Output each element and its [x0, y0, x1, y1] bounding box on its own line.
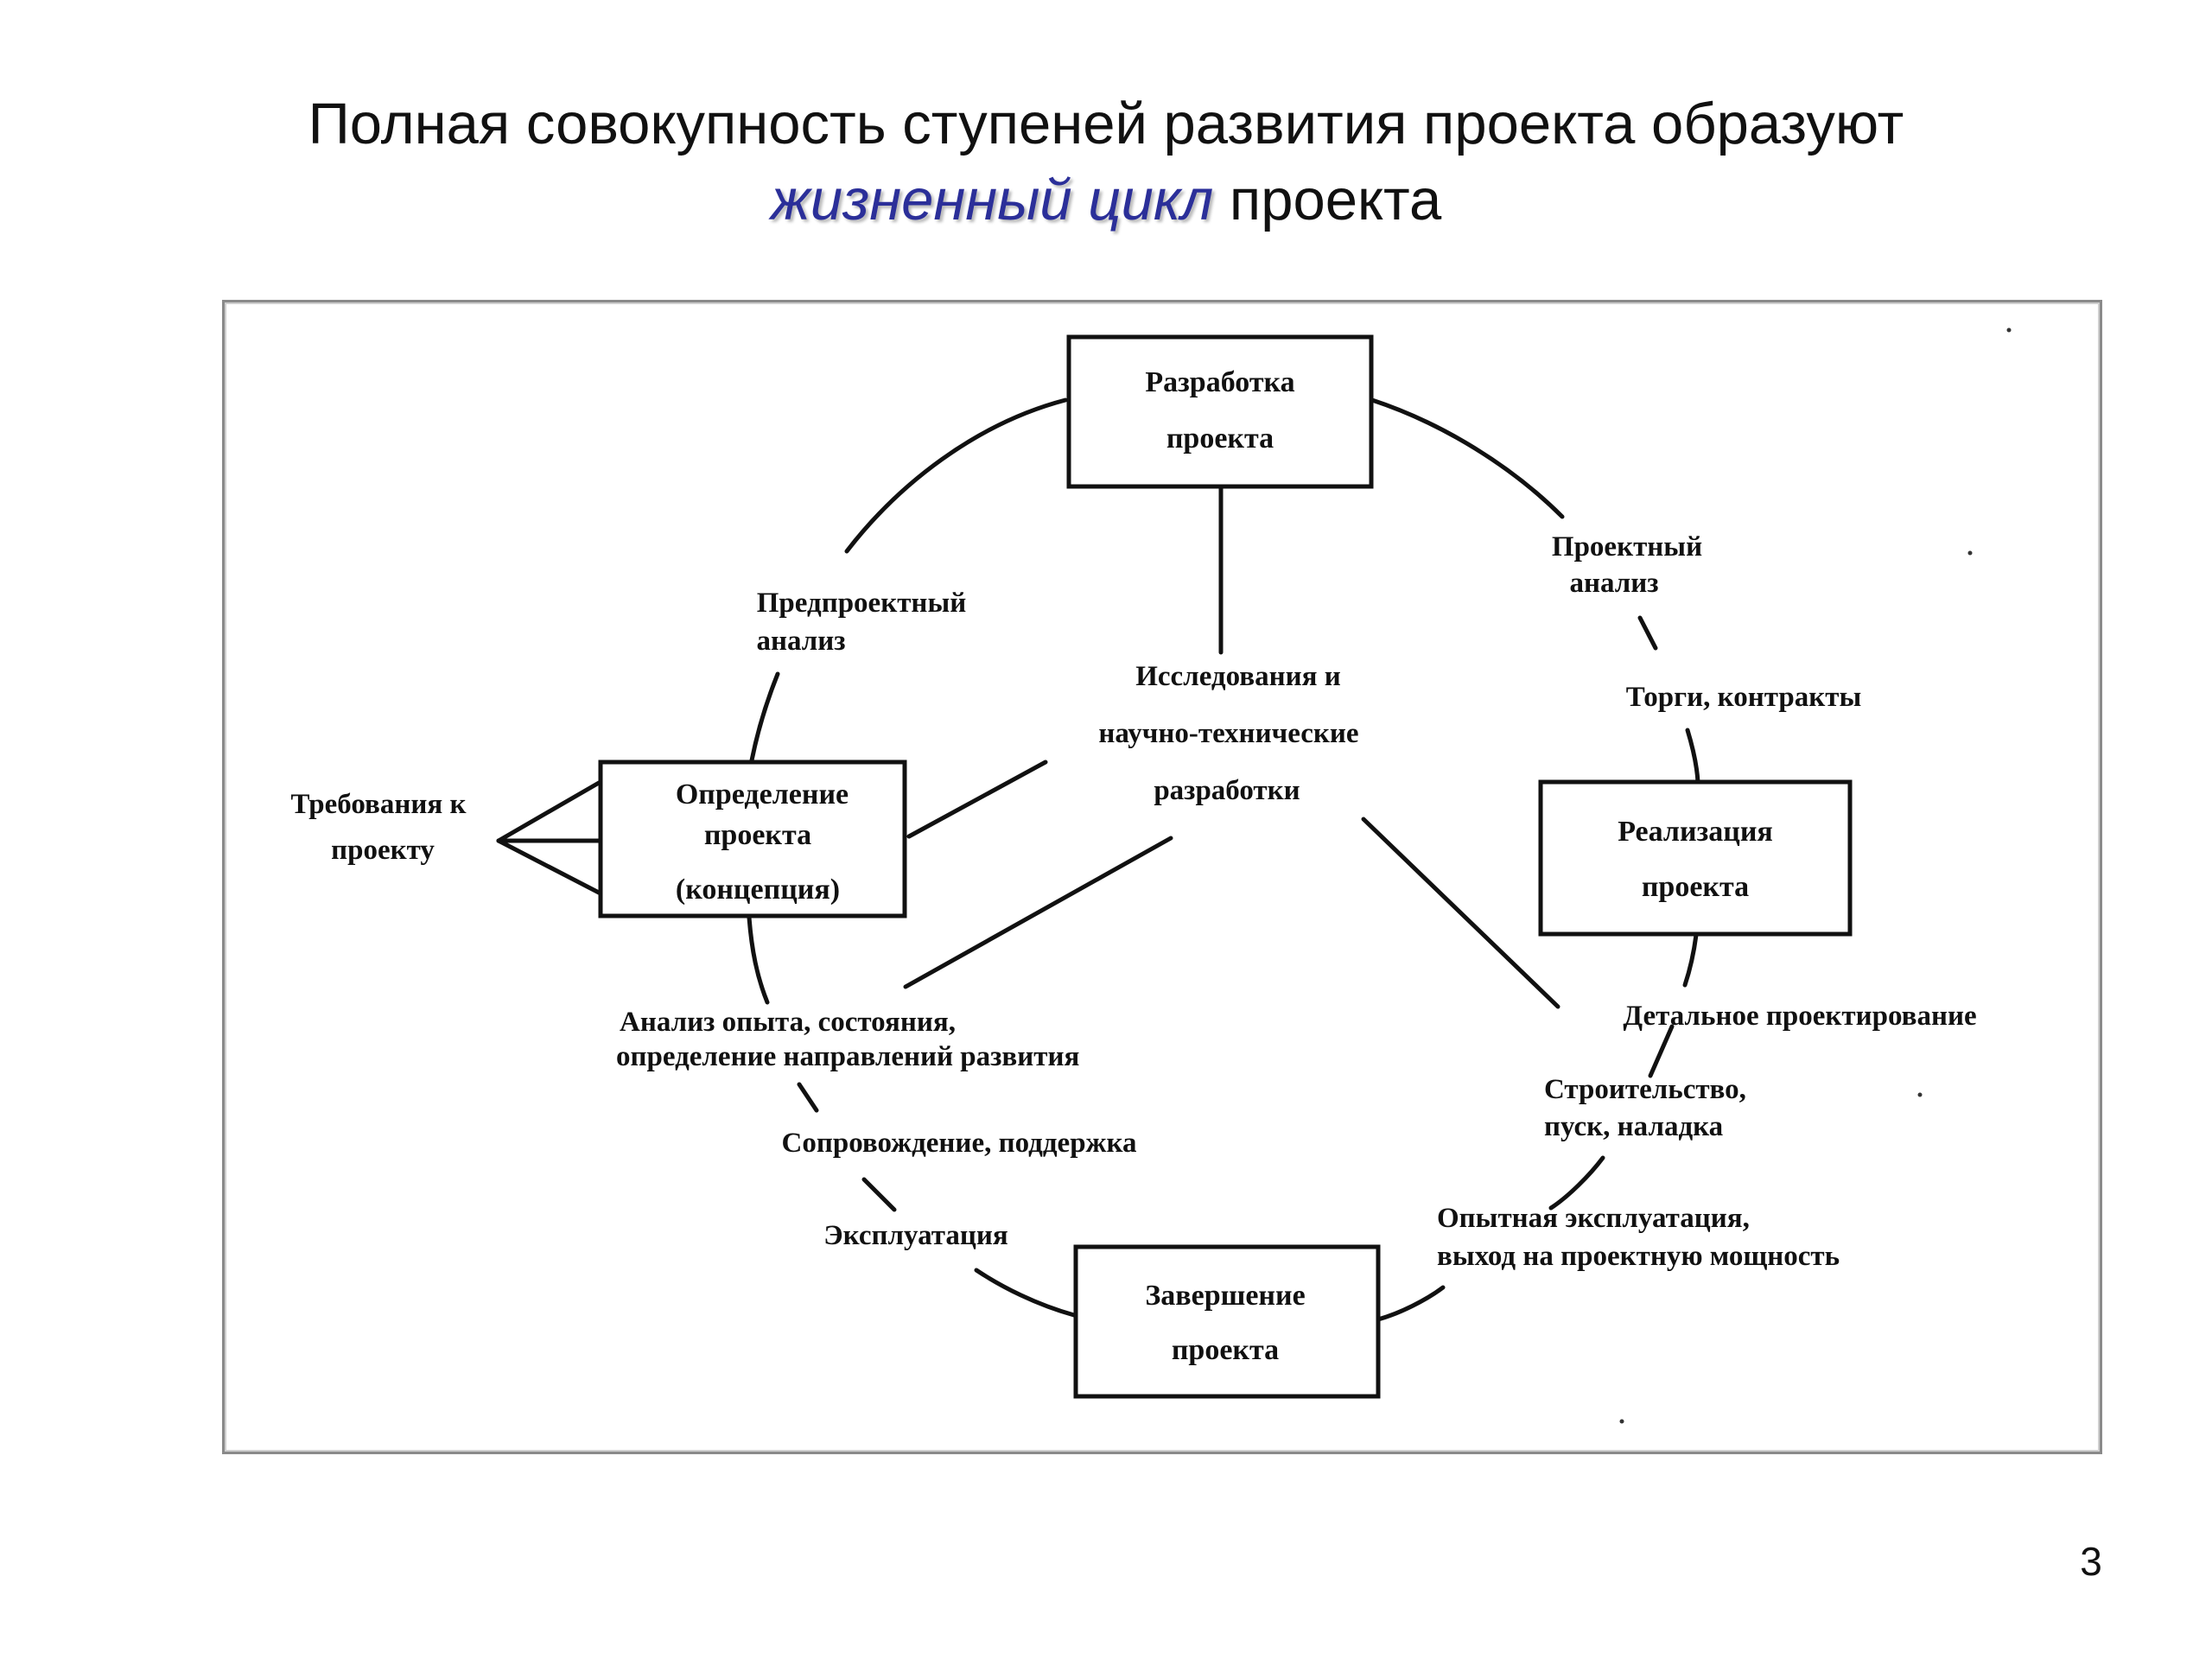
node-realization-box	[1538, 779, 1853, 937]
arc-experience-to-definition	[747, 915, 770, 1005]
arc-operation-to-support	[861, 1177, 897, 1212]
label-operation: Эксплуатация	[823, 1220, 1007, 1251]
node-realization-line-2: проекта	[1642, 871, 1749, 903]
arc-realization-to-detailed	[1682, 932, 1699, 988]
title-highlight: жизненный цикл	[770, 168, 1214, 232]
node-realization-line-1: Реализация	[1618, 816, 1773, 848]
arc-support-to-experience	[797, 1082, 819, 1113]
label-preproject-line-1: Предпроектный	[757, 588, 966, 619]
label-research-line-2: научно-технические	[1098, 718, 1358, 749]
speck	[1967, 550, 1973, 556]
label-tenders: Торги, контракты	[1626, 682, 1861, 713]
arc-construction-to-trial	[1548, 1155, 1605, 1211]
node-definition-box	[598, 760, 907, 918]
line-definition-to-research	[906, 760, 1048, 839]
line-research-to-experience	[903, 836, 1173, 989]
label-project-analysis-line-1: Проектный	[1552, 531, 1702, 563]
arc-preproject-to-definition	[749, 671, 780, 763]
node-definition-line-3: (концепция)	[676, 874, 840, 906]
label-construction-line-1: Строительство,	[1544, 1074, 1746, 1105]
label-construction-line-2: пуск, наладка	[1544, 1111, 1723, 1142]
arc-project-analysis-to-tenders	[1637, 615, 1658, 651]
arc-dev-to-project-analysis	[1370, 397, 1565, 519]
line-research-to-detailed	[1361, 817, 1560, 1009]
node-definition-line-1: Определение	[676, 779, 849, 810]
node-development-line-1: Разработка	[1145, 366, 1294, 398]
node-definition-line-2: проекта	[704, 819, 811, 851]
label-research-line-3: разработки	[1154, 775, 1300, 806]
arc-detailed-to-construction	[1648, 1024, 1675, 1078]
label-research-line-1: Исследования и	[1135, 661, 1341, 692]
title-line-2-rest: проекта	[1213, 168, 1442, 232]
label-detailed-design: Детальное проектирование	[1623, 1001, 1976, 1032]
slide-title: Полная совокупность ступеней развития пр…	[0, 86, 2212, 238]
node-completion-box	[1073, 1244, 1381, 1399]
arc-tenders-to-realization	[1685, 728, 1700, 785]
page-number: 3	[2080, 1539, 2102, 1584]
arc-trial-to-completion	[1376, 1285, 1446, 1322]
label-requirements-line-2: проекту	[331, 835, 435, 866]
label-support: Сопровождение, поддержка	[782, 1128, 1137, 1159]
arc-dev-to-preproject	[844, 397, 1068, 554]
node-development-box	[1066, 334, 1374, 489]
title-line-2: жизненный цикл проекта	[0, 162, 2212, 238]
label-experience-line-2: определение направлений развития	[616, 1041, 1079, 1072]
line-requirements-lower	[496, 838, 601, 895]
speck	[1917, 1092, 1923, 1097]
label-preproject-line-2: анализ	[756, 626, 845, 657]
label-requirements-line-1: Требования к	[291, 789, 467, 820]
speck	[2006, 327, 2012, 333]
label-trial-operation-line-1: Опытная эксплуатация,	[1437, 1203, 1750, 1234]
label-trial-operation-line-2: выход на проектную мощность	[1437, 1241, 1840, 1272]
arc-completion-to-operation	[974, 1268, 1077, 1318]
node-development-line-2: проекта	[1166, 423, 1274, 454]
title-line-1: Полная совокупность ступеней развития пр…	[308, 92, 1904, 156]
speck	[1619, 1419, 1624, 1424]
line-requirements-upper	[496, 780, 601, 843]
label-experience-line-1: Анализ опыта, состояния,	[620, 1007, 956, 1038]
label-project-analysis-line-2: анализ	[1569, 568, 1658, 599]
node-completion-line-2: проекта	[1172, 1334, 1279, 1366]
node-completion-line-1: Завершение	[1145, 1280, 1305, 1312]
